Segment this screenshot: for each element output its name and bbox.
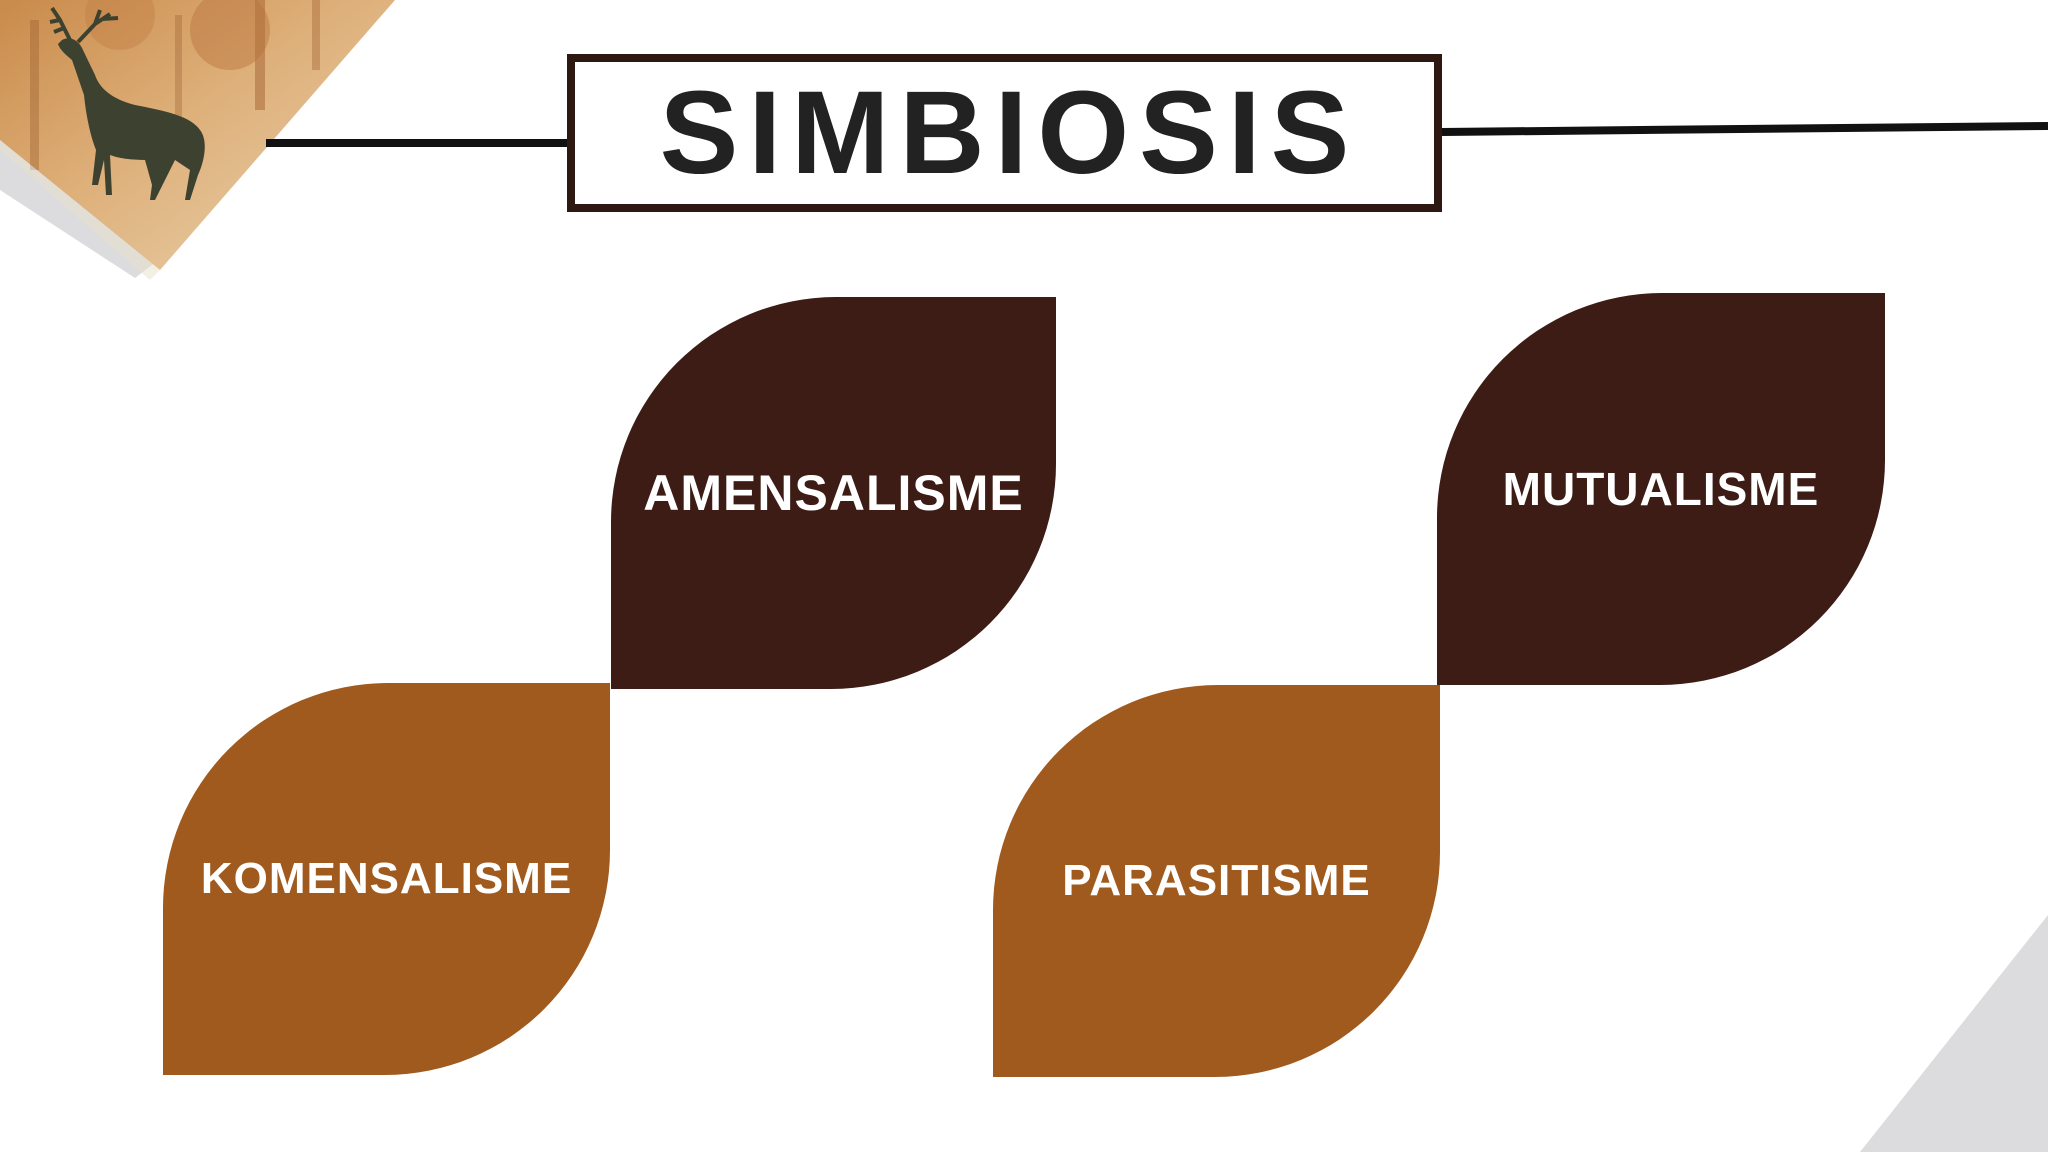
deer-photo-icon [0, 0, 395, 280]
leaf-amensalisme: AMENSALISME [611, 297, 1056, 689]
leaf-mutualisme: MUTUALISME [1437, 293, 1885, 685]
leaf-komensalisme: KOMENSALISME [163, 683, 610, 1075]
title-box: SIMBIOSIS [567, 54, 1442, 212]
corner-accent-triangle-bottom [1860, 915, 2048, 1152]
leaf-parasitisme: PARASITISME [993, 685, 1440, 1077]
leaf-label-mutualisme: MUTUALISME [1502, 463, 1820, 515]
page-title: SIMBIOSIS [659, 67, 1360, 199]
leaf-label-amensalisme: AMENSALISME [643, 465, 1024, 521]
leaf-label-parasitisme: PARASITISME [1062, 856, 1371, 905]
leaf-label-komensalisme: KOMENSALISME [200, 854, 573, 903]
title-line-right [1441, 122, 2048, 136]
